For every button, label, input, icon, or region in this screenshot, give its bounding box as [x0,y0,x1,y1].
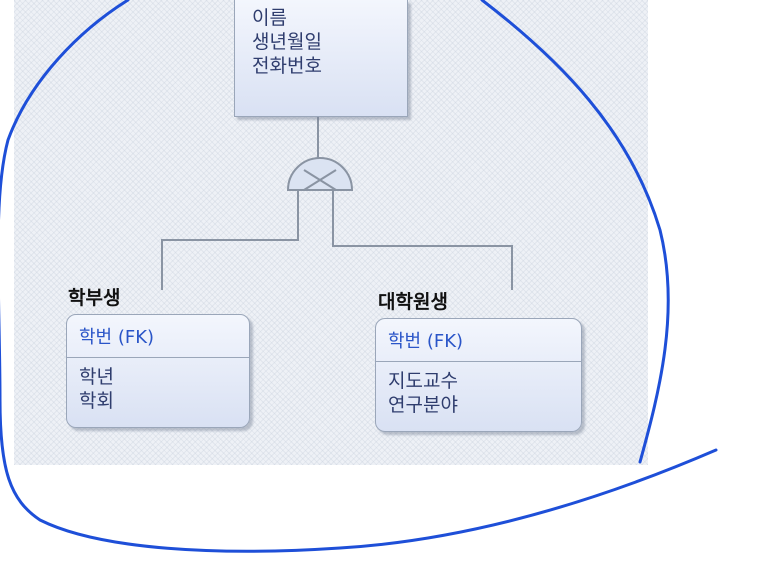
undergrad-attribute: 학회 [79,390,114,412]
undergrad-attribute: 학년 [79,366,114,388]
graduate-entity-name: 대학원생 [378,291,448,313]
undergrad-attribute-list: 학년 학회 [79,365,114,413]
parent-attribute: 전화번호 [252,55,322,77]
graduate-attribute: 연구분야 [388,394,458,416]
graduate-attribute: 지도교수 [388,370,458,392]
connector-to-graduate [332,190,513,290]
graduate-entity[interactable]: 학번 (FK) 지도교수 연구분야 [375,318,582,432]
undergrad-key-section: 학번 (FK) [67,315,249,358]
undergrad-key-attribute: 학번 (FK) [79,327,155,348]
parent-attribute-list: 이름 생년월일 전화번호 [252,6,322,78]
parent-entity[interactable]: 이름 생년월일 전화번호 [234,0,408,117]
connector-to-undergrad [161,190,299,290]
graduate-key-attribute: 학번 (FK) [388,331,464,352]
undergrad-entity-name: 학부생 [68,287,121,309]
subtype-symbol [286,157,354,191]
parent-attribute: 생년월일 [252,31,322,53]
parent-attribute: 이름 [252,7,287,29]
graduate-key-section: 학번 (FK) [376,319,581,362]
hand-drawn-circle-annotation [0,0,718,553]
graduate-attribute-list: 지도교수 연구분야 [388,369,458,417]
subtype-exclusive-mark-b [303,169,337,191]
undergrad-entity[interactable]: 학번 (FK) 학년 학회 [66,314,250,428]
